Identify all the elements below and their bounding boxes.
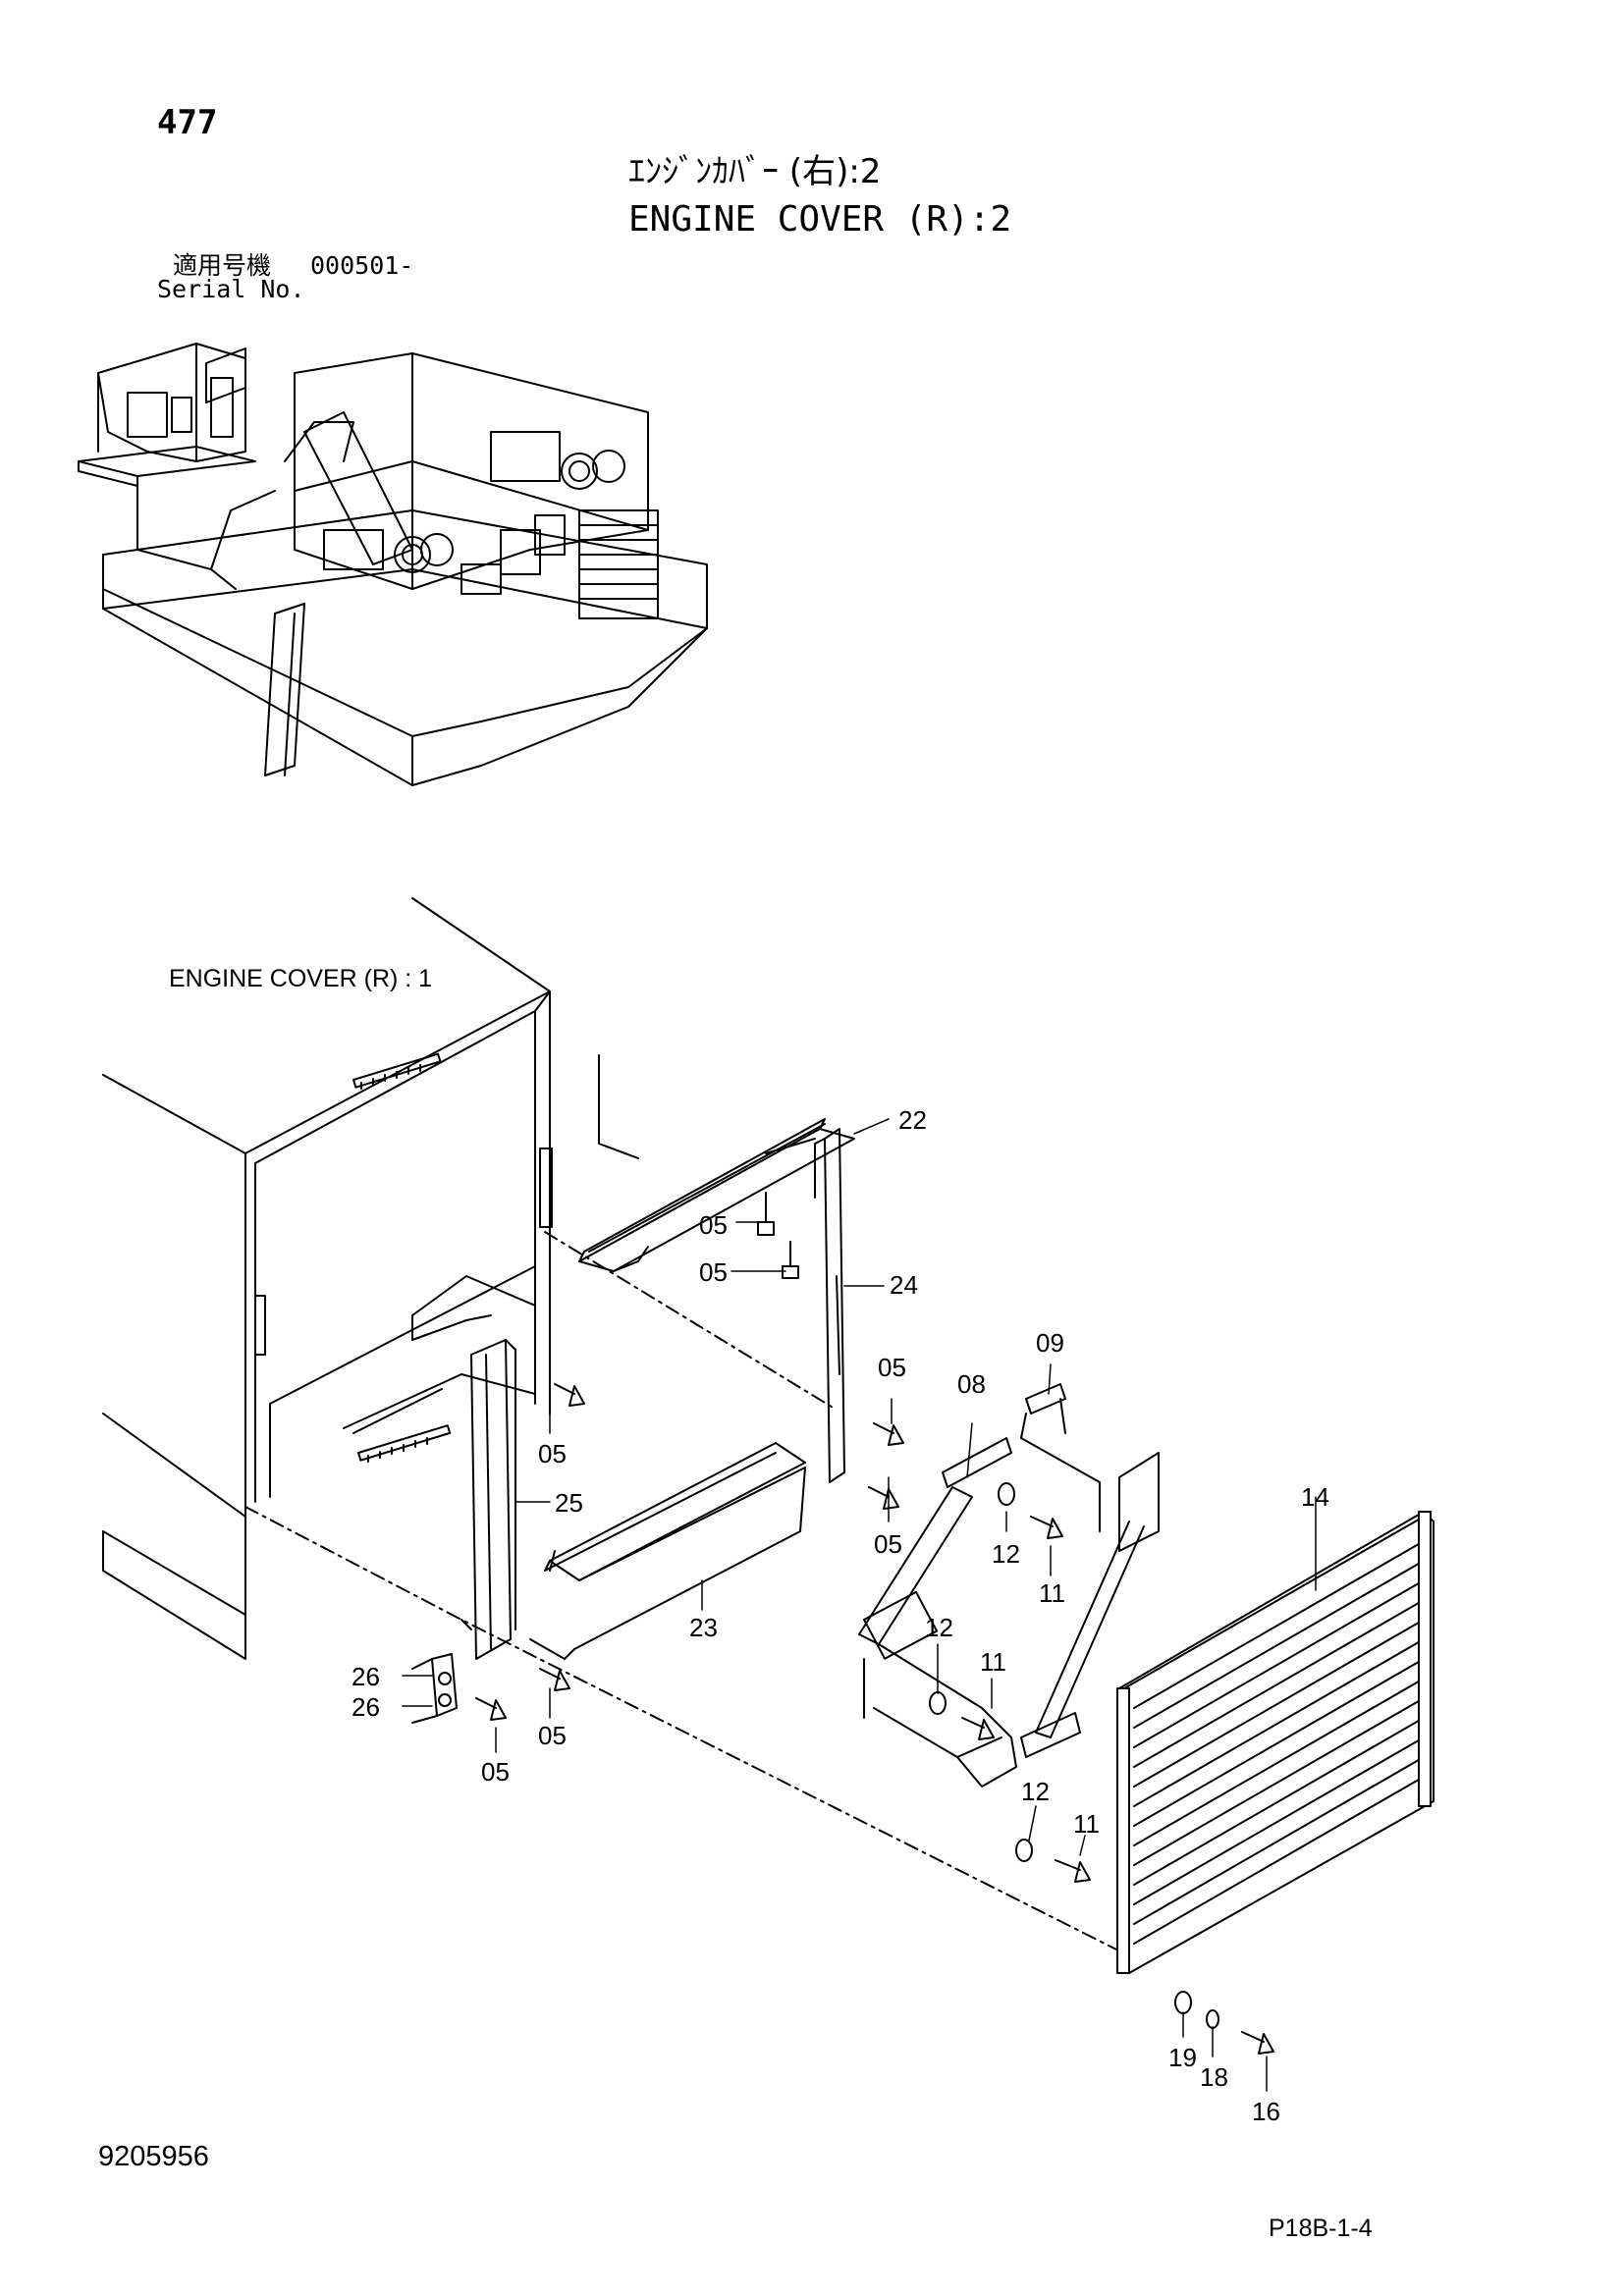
figure-code: P18B-1-4 [1269, 2215, 1373, 2242]
callout-08: 08 [957, 1369, 986, 1399]
callout-16: 16 [1252, 2097, 1280, 2126]
bolts [476, 1193, 1273, 2054]
callout-leader-lines [403, 1119, 1316, 2091]
callout-18: 18 [1200, 2062, 1228, 2092]
callout-22: 22 [898, 1105, 927, 1135]
callout-19: 19 [1168, 2043, 1197, 2072]
callout-05: 05 [538, 1439, 567, 1468]
callout-12: 12 [992, 1539, 1020, 1569]
callout-12: 12 [1021, 1777, 1050, 1806]
callout-09: 09 [1036, 1328, 1064, 1358]
page-number: 477 [157, 103, 218, 142]
serial-label-japanese: 適用号機 [173, 251, 272, 280]
callout-05: 05 [699, 1257, 728, 1287]
callout-11: 11 [1073, 1809, 1100, 1839]
callout-14: 14 [1301, 1482, 1329, 1512]
callout-24: 24 [890, 1270, 918, 1300]
document-code: 9205956 [98, 2141, 209, 2172]
title-english: ENGINE COVER (R):2 [628, 199, 1012, 240]
callout-26: 26 [352, 1662, 380, 1691]
machine-overview-illustration [79, 344, 707, 785]
sub-assembly-reference: ENGINE COVER (R) : 1 [169, 965, 433, 992]
callout-05: 05 [874, 1529, 902, 1559]
callout-05: 05 [878, 1353, 906, 1382]
serial-number-value: 000501- [310, 251, 414, 280]
callout-12: 12 [925, 1613, 953, 1642]
callout-05: 05 [699, 1210, 728, 1240]
exploded-assembly [103, 898, 1434, 2054]
callout-26: 26 [352, 1692, 380, 1722]
callout-25: 25 [555, 1488, 583, 1518]
title-japanese: ｴﾝｼﾞﾝｶﾊﾞｰ (右):2 [628, 152, 882, 191]
callout-05: 05 [538, 1721, 567, 1750]
serial-label-english: Serial No. [157, 275, 305, 303]
callout-05: 05 [481, 1757, 510, 1787]
callout-11: 11 [980, 1647, 1006, 1677]
callout-23: 23 [689, 1613, 718, 1642]
callout-11: 11 [1039, 1578, 1065, 1608]
